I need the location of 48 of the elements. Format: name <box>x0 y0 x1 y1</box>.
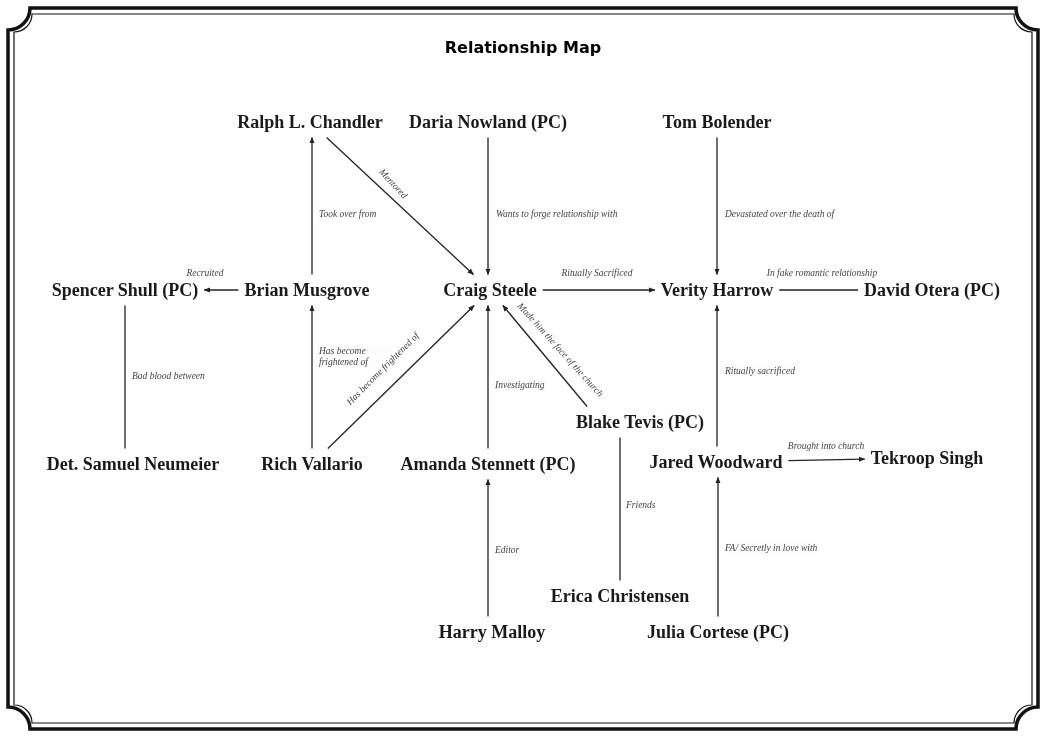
person-name: Ralph L. Chandler <box>235 110 385 134</box>
person-name: Tom Bolender <box>660 110 774 134</box>
person-name: Rich Vallario <box>259 452 365 476</box>
arrow <box>714 304 720 448</box>
diagram-title: Relationship Map <box>444 38 602 57</box>
edge-label: Ritually Sacrificed <box>560 267 634 279</box>
person-name: Jared Woodward <box>647 450 785 474</box>
person-name: Spencer Shull (PC) <box>49 278 201 302</box>
arrow <box>327 304 475 450</box>
person-name: David Otera (PC) <box>862 278 1002 302</box>
person-name: Tekroop Singh <box>868 446 986 470</box>
connector-line <box>778 289 859 291</box>
arrow <box>485 478 491 618</box>
arrow <box>325 136 475 276</box>
connector-line <box>619 436 621 582</box>
arrow <box>309 304 315 450</box>
edge-label: Recruited <box>185 267 225 279</box>
person-name: Erica Christensen <box>548 584 692 608</box>
arrow <box>485 304 491 450</box>
edge-label: Friends <box>625 499 657 511</box>
arrow <box>309 136 315 276</box>
person-name: Craig Steele <box>441 278 539 302</box>
edge-label: Investigating <box>494 379 546 391</box>
person-name: Brian Musgrove <box>242 278 372 302</box>
edge-label: Editor <box>494 544 521 556</box>
person-name: Daria Nowland (PC) <box>407 110 569 134</box>
person-name: Amanda Stennett (PC) <box>398 452 578 476</box>
edge-label: FA/ Secretly in love with <box>724 542 819 554</box>
arrow <box>502 304 588 408</box>
person-name: Det. Samuel Neumeier <box>44 452 222 476</box>
connector-line <box>124 304 126 450</box>
person-name: Julia Cortese (PC) <box>645 620 791 644</box>
edge-label: Bad blood between <box>131 370 206 382</box>
arrow <box>715 476 721 618</box>
person-name: Verity Harrow <box>658 278 776 302</box>
arrow <box>542 287 656 293</box>
person-name: Harry Malloy <box>436 620 548 644</box>
person-name: Blake Tevis (PC) <box>574 410 706 434</box>
edge-label: Wants to forge relationship with <box>495 208 619 220</box>
arrow <box>485 136 491 276</box>
arrow <box>714 136 720 276</box>
edge-label: Ritually sacrificed <box>724 365 796 377</box>
edge-label: Took over from <box>318 208 378 220</box>
edge-label: In fake romantic relationship <box>765 267 879 279</box>
arrow <box>787 456 866 462</box>
arrow <box>203 287 240 293</box>
edge-label: Devastated over the death of <box>724 208 836 220</box>
edge-label: Brought into church <box>786 440 866 452</box>
